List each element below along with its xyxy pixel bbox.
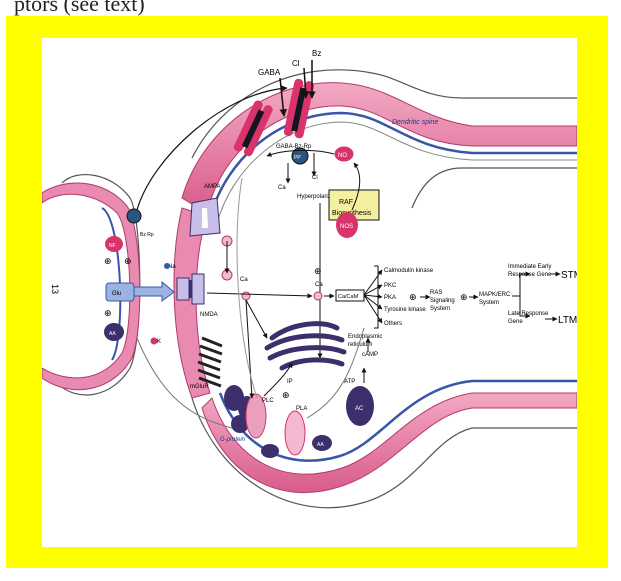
k-label: K — [157, 339, 161, 345]
tyrosine-label: Tyrosine kinase — [384, 307, 426, 313]
mglur-receptor — [198, 338, 222, 386]
gaba-label: GABA — [258, 68, 281, 77]
plus-symbol-6: ⊕ — [460, 292, 468, 302]
glu-label: Glu — [112, 291, 121, 297]
synapse-diagram: GABA Cl Bz GABA-Bz-Rp Ca Cl Hyperpolariz… — [42, 38, 577, 547]
plus-symbol-3: ⊕ — [124, 256, 132, 266]
others-label: Others — [384, 321, 402, 327]
nf-label: NF — [109, 243, 116, 249]
lrg-label-1: Late Response — [508, 311, 549, 317]
raf-label-1: RAF — [339, 199, 353, 206]
plus-symbol-7: ⊕ — [282, 390, 290, 400]
pp-label: PP — [294, 155, 301, 161]
ac-label: AC — [355, 406, 364, 412]
mglur-label: mGluR — [190, 384, 209, 390]
diagram-panel: GABA Cl Bz GABA-Bz-Rp Ca Cl Hyperpolariz… — [42, 38, 577, 547]
camp-label: cAMP — [362, 352, 378, 358]
aa-label: AA — [317, 442, 324, 448]
endoplasmic-reticulum — [267, 324, 344, 368]
caption-text: ptors (see text) — [14, 0, 145, 17]
pla2-label: PLA — [296, 406, 307, 412]
plus-symbol: ⊕ — [314, 266, 322, 276]
gprotein-label: G-protein — [220, 437, 246, 443]
pla2-enzyme — [285, 411, 305, 455]
ca-in-label: Ca — [278, 185, 286, 191]
lrg-label-2: Gene — [508, 319, 523, 325]
dendritic-spine-label: Dendritic spine — [392, 119, 438, 126]
plus-symbol-4: ⊕ — [104, 308, 112, 318]
ras-label-2: Signaling — [430, 298, 455, 304]
mapk-label-1: MAPK/ERC — [479, 292, 511, 298]
atp-label: ATP — [344, 379, 355, 385]
ca-cam-label: Ca/CaM — [338, 294, 359, 300]
no-label: NO — [338, 153, 347, 159]
bz-label: Bz — [312, 49, 321, 58]
stm-label: STM — [561, 270, 577, 281]
cl-in-label: Cl — [312, 175, 318, 181]
bz-rp-label: Bz Rp — [140, 232, 154, 238]
ras-label-1: RAS — [430, 290, 442, 296]
ip3-label: IP — [287, 379, 293, 385]
side-number: 13 — [50, 284, 60, 294]
ca2-label-b: Ca — [315, 282, 323, 288]
nos-label: NOS — [340, 224, 353, 230]
plus-symbol-2: ⊕ — [104, 256, 112, 266]
plus-symbol-5: ⊕ — [409, 292, 417, 302]
gaba-bz-rp-label: GABA-Bz-Rp — [276, 144, 312, 150]
ampa-receptor — [190, 198, 220, 236]
ieg-label-2: Response Gene — [508, 272, 552, 278]
ca2-label-a: Ca — [240, 277, 248, 283]
ieg-label-1: Immediate Early — [508, 264, 551, 270]
pkc-label: PKC — [384, 283, 397, 289]
kinase-fan — [364, 270, 382, 323]
cam-kinase-label: Calmodulin kinase — [384, 268, 434, 274]
ltm-label: LTM — [558, 315, 577, 326]
aa-pre-label: AA — [109, 331, 116, 337]
cl-top-label: Cl — [292, 59, 300, 68]
er-label-1: Endoplasmic — [348, 334, 382, 340]
er-label-2: reticulum — [348, 342, 372, 348]
plc-label: PLC — [262, 398, 274, 404]
mapk-label-2: System — [479, 300, 499, 306]
ras-label-3: System — [430, 306, 450, 312]
pka-label: PKA — [384, 295, 396, 301]
nmda-label: NMDA — [200, 312, 218, 318]
ampa-label: AMPA — [204, 184, 221, 190]
